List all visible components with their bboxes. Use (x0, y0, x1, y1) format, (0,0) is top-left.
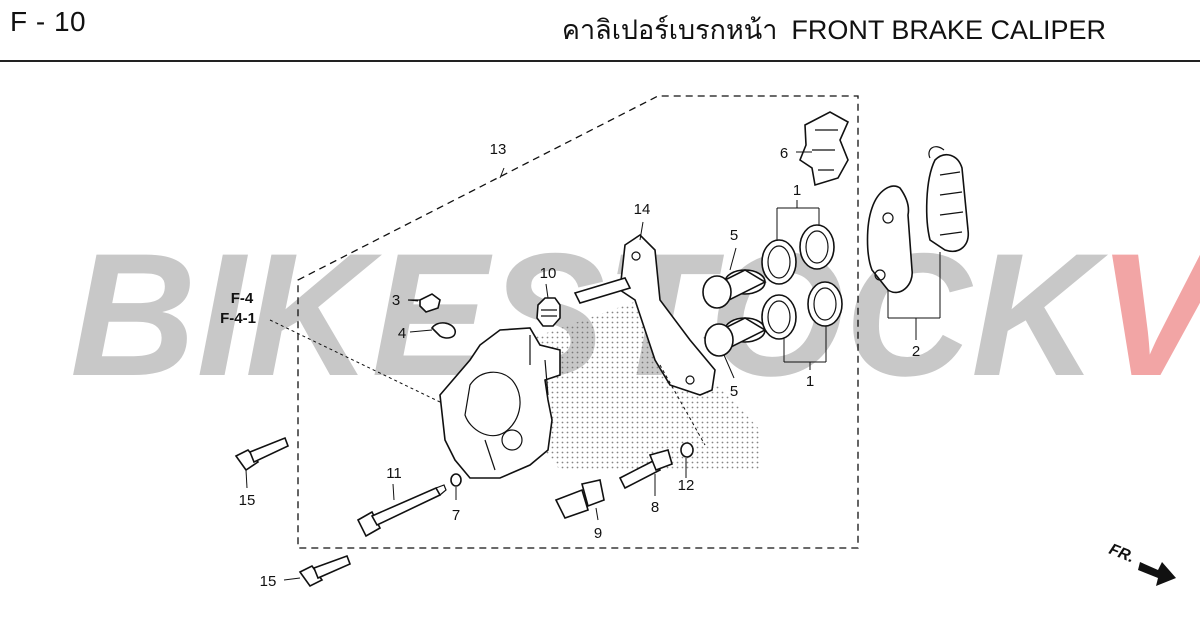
bracket-pin (573, 277, 632, 304)
piston-seal-set (761, 224, 843, 340)
direction-label: FR. (1107, 541, 1137, 566)
callout-5-upper: 5 (730, 227, 738, 244)
caliper-bracket (619, 233, 716, 396)
sealing-washer (450, 473, 462, 487)
arrow-right-down-icon (1138, 562, 1176, 586)
callout-10: 10 (540, 265, 557, 282)
callout-6: 6 (780, 145, 788, 162)
callout-1-upper: 1 (793, 182, 801, 199)
reference-label-f4-1: F-4-1 (220, 310, 256, 327)
page-title-thai: คาลิเปอร์เบรกหน้า (561, 15, 778, 45)
callout-5-lower: 5 (730, 383, 738, 400)
mounting-bolt-upper (234, 436, 290, 472)
callout-3: 3 (392, 292, 400, 309)
callout-15-lower: 15 (260, 573, 277, 590)
callout-8: 8 (651, 499, 659, 516)
page-title: คาลิเปอร์เบรกหน้า FRONT BRAKE CALIPER (562, 8, 1106, 51)
page-code: F - 10 (10, 6, 87, 37)
piston-lower (703, 317, 767, 357)
bleeder-cap (430, 322, 456, 339)
leader-lines (245, 151, 941, 581)
callout-7: 7 (452, 507, 460, 524)
direction-marker: FR. (1107, 541, 1176, 586)
callout-4: 4 (398, 325, 406, 342)
callout-15-upper: 15 (239, 492, 256, 509)
callout-14: 14 (634, 201, 651, 218)
header-divider (0, 60, 1200, 62)
callout-1-lower: 1 (806, 373, 814, 390)
brake-pad-rear (925, 146, 970, 252)
pad-pin (618, 449, 673, 490)
page-title-english: FRONT BRAKE CALIPER (791, 15, 1106, 45)
reference-label-f4: F-4 (231, 290, 254, 307)
callout-11: 11 (386, 465, 402, 482)
caliper-body (439, 327, 561, 479)
pad-spring (799, 111, 850, 187)
callout-12: 12 (678, 477, 695, 494)
pin-bolt (356, 484, 447, 538)
caliper-bolt (554, 479, 605, 519)
bleeder-screw (408, 293, 441, 313)
callout-13: 13 (490, 141, 507, 158)
mounting-bolt-lower (298, 554, 352, 588)
callout-9: 9 (594, 525, 602, 542)
callout-2: 2 (912, 343, 920, 360)
pin-boot (536, 297, 561, 327)
assembly-boundary (297, 95, 859, 549)
piston-upper (702, 269, 767, 309)
pad-pin-plug (680, 442, 694, 458)
watermark-accent: VN (1097, 218, 1200, 413)
brake-pad-front (866, 185, 913, 294)
